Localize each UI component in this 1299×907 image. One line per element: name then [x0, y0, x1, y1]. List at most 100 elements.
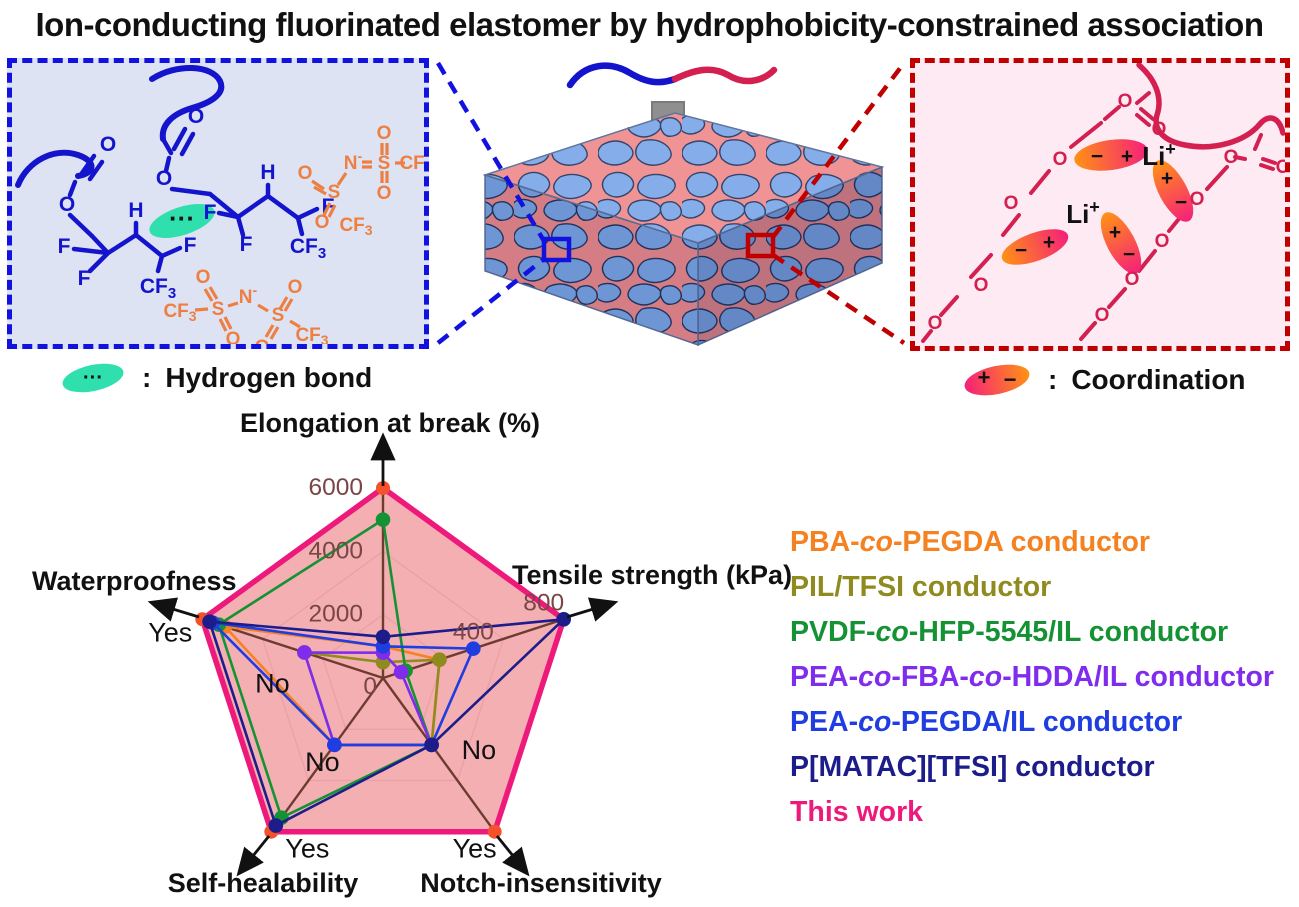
o-label: O: [255, 337, 270, 344]
minus-sign: −: [1123, 243, 1135, 266]
radar-series: [207, 617, 568, 828]
red-block-chain: [671, 66, 778, 85]
radar-point-this-work: [195, 612, 210, 627]
radar-series: [221, 624, 441, 747]
radar-point: [327, 737, 342, 753]
radar-point: [217, 619, 233, 634]
coordination-legend: + − : Coordination: [960, 360, 1246, 400]
o-label: O: [226, 329, 241, 344]
radar-point: [398, 663, 413, 678]
o-label: O: [188, 105, 204, 128]
f-label: F: [58, 235, 71, 258]
radar-grid-ring: [322, 613, 444, 730]
radar-point: [268, 818, 284, 833]
radar-no-label: No: [255, 668, 290, 698]
o-label: O: [315, 212, 330, 233]
radar-axis-arrow: [147, 597, 200, 622]
radar-no-label: No: [462, 735, 497, 765]
radar-series: [302, 650, 441, 747]
hbond-dots: ···: [169, 203, 195, 233]
radar-point: [424, 737, 439, 753]
fluorinated-structure-drawing: ··· O O O O H H F F F F F F CF3 CF3 N- S…: [15, 65, 433, 358]
plus-sign: +: [1121, 145, 1133, 168]
plus-sign: +: [1109, 221, 1121, 244]
svg-text:−: −: [1004, 367, 1017, 392]
n-minus-label: N-: [344, 148, 363, 174]
radar-tick-label: 400: [453, 619, 494, 646]
legend-item: PEA-co-PEGDA/IL conductor: [790, 706, 1183, 738]
radar-point: [327, 737, 342, 753]
polymer-backbone-left: [15, 149, 95, 188]
elastomer-block: [482, 112, 885, 347]
o-label: O: [156, 167, 172, 190]
coordination-panel: − + + − − + + − Li+ Li+ O O O O O O O O …: [910, 58, 1290, 351]
radar-point-this-work: [487, 824, 502, 839]
o-label: O: [1125, 269, 1140, 290]
plus-sign: +: [1161, 167, 1173, 190]
blue-callout-line: [436, 257, 546, 345]
radar-point: [424, 737, 439, 753]
radar-axis-spoke: [270, 677, 384, 833]
o-label: O: [1224, 147, 1239, 168]
radar-axis-arrow: [495, 835, 530, 877]
radar-series: [302, 651, 434, 747]
radar-point: [375, 654, 391, 670]
o-label: O: [377, 183, 392, 204]
o-label: O: [1276, 157, 1285, 178]
li-plus-label: Li+: [1066, 197, 1100, 229]
radar-axis-arrow: [566, 597, 619, 622]
radar-no-label: No: [305, 747, 340, 777]
radar-point: [424, 737, 439, 753]
radar-yes-label: Yes: [453, 834, 497, 864]
red-zoom-square: [745, 232, 776, 259]
peg-coordination-drawing: − + + − − + + − Li+ Li+ O O O O O O O O …: [921, 62, 1290, 343]
radar-point: [375, 639, 391, 654]
radar-tick-label: 0: [363, 673, 377, 700]
radar-tick-label: 4000: [308, 537, 363, 564]
cf3-label: CF3: [339, 215, 372, 238]
radar-axis-label: Self-healability: [168, 868, 359, 898]
radar-point-this-work: [556, 612, 571, 627]
blue-zoom-square: [541, 236, 572, 263]
cf3-label: CF3: [140, 275, 176, 302]
radar-point-this-work: [264, 824, 279, 839]
f-label: F: [204, 201, 217, 224]
radar-point: [393, 664, 409, 680]
coordination-icon: + −: [964, 364, 1030, 396]
red-callout-line: [771, 253, 906, 345]
s-label: S: [328, 182, 341, 203]
phase-separated-block-art: [436, 61, 906, 347]
o-label: O: [298, 163, 313, 184]
o-label: O: [377, 123, 392, 144]
svg-text:+: +: [978, 365, 991, 390]
o-label: O: [1190, 189, 1205, 210]
o-label: O: [928, 313, 943, 334]
colon: :: [1048, 364, 1058, 395]
cf3-label: CF3: [295, 325, 328, 344]
cf3-label: CF3: [163, 301, 196, 324]
hydrogen-bond-panel: ··· O O O O H H F F F F F F CF3 CF3 N- S…: [7, 58, 433, 358]
minus-sign: −: [1175, 191, 1187, 214]
radar-point: [556, 611, 572, 627]
o-label: O: [974, 275, 989, 296]
radar-yes-label: Yes: [285, 834, 329, 864]
radar-axis-label: Elongation at break (%): [240, 408, 540, 438]
f-label: F: [184, 234, 197, 257]
hydrogen-bond-ellipse: [149, 204, 215, 238]
coordination-ellipses: [1001, 139, 1194, 274]
radar-axis-label: Notch-insensitivity: [420, 868, 662, 898]
blue-callout-line: [436, 61, 546, 243]
h-label: H: [260, 161, 275, 184]
radar-point: [375, 629, 391, 645]
radar-grid-ring: [201, 487, 565, 833]
o-label: O: [1053, 149, 1068, 170]
radar-grid-ring: [261, 550, 505, 782]
hydrogen-bond-icon: ···: [62, 363, 124, 393]
radar-series: [217, 517, 434, 820]
coordination-label: Coordination: [1071, 364, 1246, 395]
page-title: Ion-conducting fluorinated elastomer by …: [35, 6, 1264, 43]
radar-point: [432, 652, 447, 667]
radar-point: [375, 512, 391, 527]
polymer-backbone-top: [149, 65, 225, 142]
